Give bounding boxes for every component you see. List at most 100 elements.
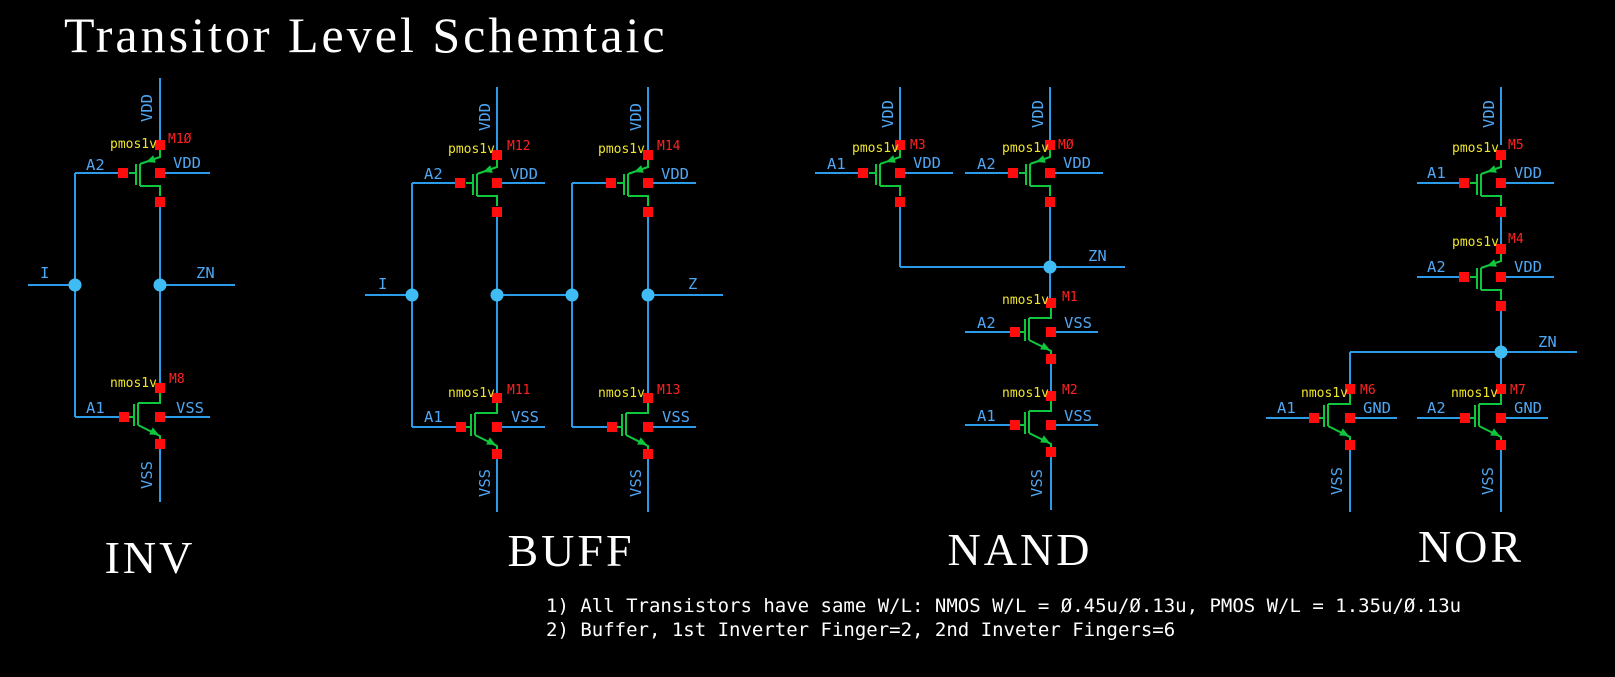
net-label: A2 (977, 155, 996, 173)
device-body (626, 403, 649, 414)
net-label: Z (688, 275, 697, 293)
pin (1045, 168, 1055, 178)
instance-name-label: MØ (1058, 138, 1074, 153)
nmos-transistor (456, 393, 502, 459)
pin (643, 150, 653, 160)
net-label: ZN (1538, 333, 1557, 351)
device-body (1481, 195, 1502, 206)
net-label: VDD (627, 103, 645, 131)
net-label: A1 (1427, 164, 1446, 182)
instance-name-label: M7 (1510, 383, 1526, 398)
pin (1460, 413, 1470, 423)
device-type-label: pmos1v (1452, 141, 1499, 156)
pin (1496, 272, 1506, 282)
net-label: VDD (1514, 164, 1542, 182)
net-label: VSS (1064, 314, 1092, 332)
junction-dot (490, 288, 504, 302)
pin (1046, 298, 1056, 308)
device-type-label: nmos1v (1002, 293, 1049, 308)
device-body (1028, 432, 1052, 448)
instance-name-label: M5 (1508, 138, 1524, 153)
pin (1345, 440, 1355, 450)
instance-name-label: M11 (507, 383, 530, 398)
pin (1496, 178, 1506, 188)
junction-dot (565, 288, 579, 302)
pin (1496, 384, 1506, 394)
device-body (138, 393, 161, 404)
net-label: A1 (1277, 399, 1296, 417)
junction-dot (641, 288, 655, 302)
net-label: VDD (1514, 258, 1542, 276)
net-label: VSS (1328, 467, 1346, 495)
pin (643, 207, 653, 217)
instance-name-label: M1Ø (168, 132, 192, 147)
pmos-transistor (1459, 244, 1506, 311)
device-body (140, 185, 161, 196)
device-type-label: pmos1v (852, 141, 899, 156)
net-label: VDD (1029, 100, 1047, 128)
pin (1459, 272, 1469, 282)
instance-name-label: M3 (910, 138, 926, 153)
channel-arrow-icon (1036, 155, 1046, 163)
pin (1496, 244, 1506, 254)
gate-title-buff: BUFF (507, 525, 634, 576)
net-label: A2 (86, 156, 105, 174)
net-label: VDD (913, 154, 941, 172)
net-label: VSS (1064, 407, 1092, 425)
net-label: VDD (879, 100, 897, 128)
device-body (137, 424, 161, 440)
device-body (1327, 425, 1351, 441)
pin (492, 449, 502, 459)
pmos-transistor (1459, 150, 1506, 217)
pin (1010, 420, 1020, 430)
net-label: A1 (827, 155, 846, 173)
pin (1008, 168, 1018, 178)
device-body (625, 434, 649, 450)
instance-name-label: M14 (657, 139, 681, 154)
channel-arrow-icon (886, 155, 896, 163)
net-label: VDD (173, 154, 201, 172)
net-label: I (40, 264, 49, 282)
nmos-transistor (1010, 391, 1056, 457)
gate-title-nor: NOR (1418, 521, 1524, 572)
net-label: A1 (977, 407, 996, 425)
pin (155, 197, 165, 207)
pin (155, 140, 165, 150)
net-label: A1 (424, 408, 443, 426)
net-label: VSS (511, 408, 539, 426)
device-type-label: nmos1v (110, 376, 157, 391)
pin (1045, 197, 1055, 207)
pin (492, 207, 502, 217)
nmos-transistor (607, 393, 653, 459)
device-body (1030, 185, 1051, 196)
net-label: A2 (977, 314, 996, 332)
device-body (475, 403, 498, 414)
pin (492, 393, 502, 403)
pin (119, 412, 129, 422)
pin (1345, 384, 1355, 394)
net-label: VSS (1028, 469, 1046, 497)
junction-dot (153, 278, 167, 292)
net-label: VSS (476, 469, 494, 497)
pin (1046, 354, 1056, 364)
pin (1045, 140, 1055, 150)
pin (1010, 327, 1020, 337)
net-label: VSS (662, 408, 690, 426)
net-label: VSS (138, 461, 156, 489)
net-label: VDD (510, 165, 538, 183)
pin (1496, 301, 1506, 311)
device-type-label: nmos1v (1002, 386, 1049, 401)
page-title: Transitor Level Schemtaic (64, 7, 668, 63)
gate-title-nand: NAND (948, 524, 1093, 575)
instance-name-label: M12 (507, 139, 530, 154)
net-label: VSS (627, 469, 645, 497)
net-label: VDD (1480, 100, 1498, 128)
pin (155, 168, 165, 178)
note-line-1: 1) All Transistors have same W/L: NMOS W… (546, 595, 1462, 617)
device-body (477, 195, 498, 206)
device-body (1481, 289, 1502, 300)
